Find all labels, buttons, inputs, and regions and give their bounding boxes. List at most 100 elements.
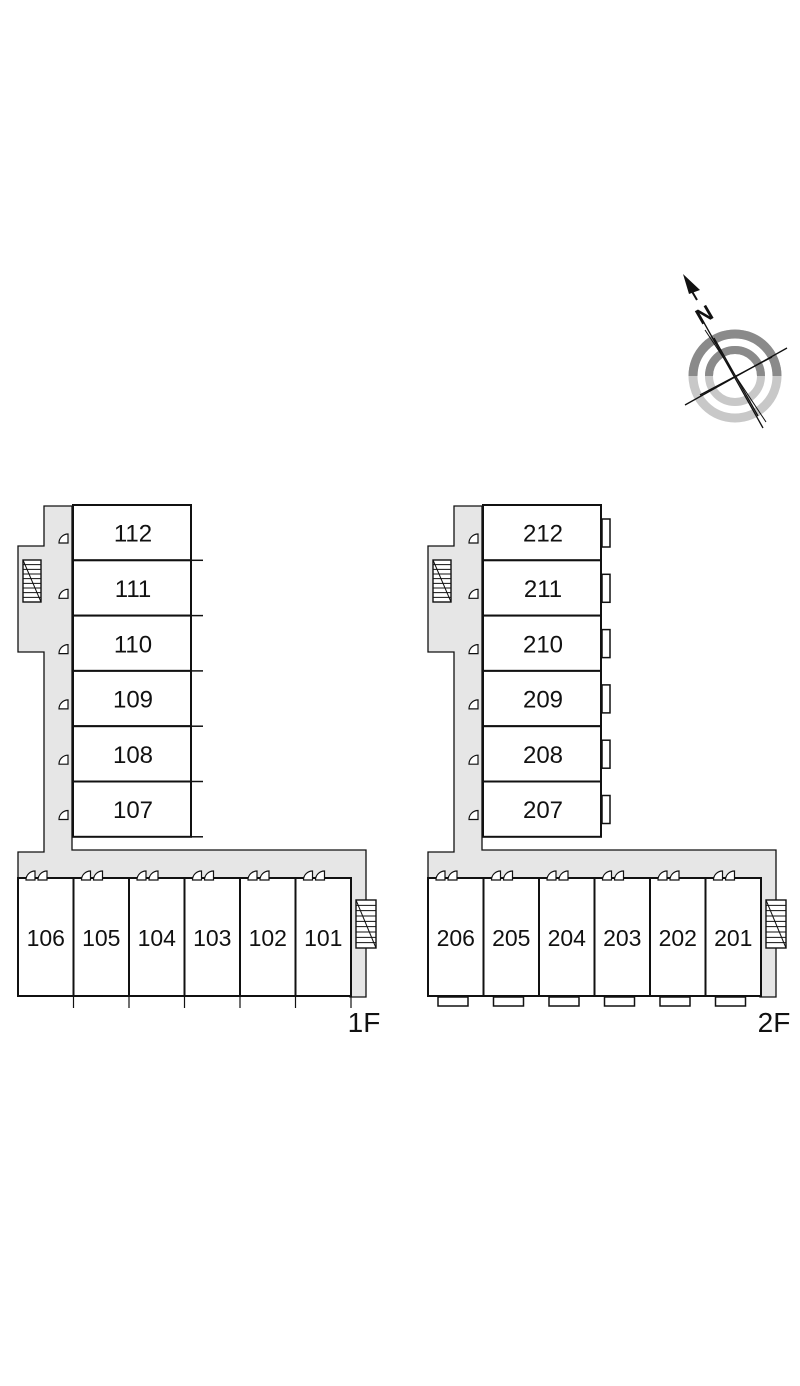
door-icon	[58, 533, 69, 544]
unit-205-outline	[482, 877, 540, 997]
balcony-201	[714, 996, 747, 1007]
unit-201: 201	[704, 877, 762, 1007]
unit-107-outline	[72, 780, 192, 838]
unit-210: 210	[482, 614, 611, 672]
unit-209-outline	[482, 669, 602, 728]
compass-ring-outer-dark	[688, 329, 782, 377]
unit-208-outline	[482, 725, 602, 783]
unit-106: 106	[17, 877, 75, 1008]
unit-109-label: 109	[113, 687, 153, 714]
door-icon	[490, 870, 502, 881]
balcony-211	[601, 573, 611, 604]
compass-arrow-stem	[689, 287, 698, 301]
door-icon	[468, 754, 479, 765]
balcony-209	[601, 684, 611, 714]
balcony-204	[548, 996, 580, 1007]
unit-108-outline	[72, 725, 192, 783]
unit-110-label: 110	[114, 631, 152, 658]
door-icon	[148, 870, 159, 881]
stairs-lower-1f	[355, 899, 377, 949]
unit-206: 206	[427, 877, 485, 1007]
balcony-202	[659, 996, 691, 1007]
unit-109: 109	[72, 669, 203, 728]
unit-212: 212	[482, 504, 611, 562]
unit-205: 205	[482, 877, 540, 1007]
door-icon	[468, 699, 479, 710]
door-icon	[58, 809, 69, 821]
unit-209: 209	[482, 669, 611, 728]
door-icon	[712, 870, 724, 881]
door-icon	[58, 754, 69, 765]
door-icon	[546, 870, 557, 881]
unit-105-label: 105	[82, 925, 120, 951]
door-icon	[58, 643, 69, 655]
floor-label-2f: 2F	[758, 1007, 791, 1038]
door-icon	[601, 870, 613, 881]
stairs-upper-1f	[22, 559, 42, 603]
unit-204-label: 204	[548, 925, 587, 951]
unit-208: 208	[482, 725, 611, 783]
unit-210-outline	[482, 614, 602, 672]
unit-207: 207	[482, 780, 611, 838]
unit-207-outline	[482, 780, 602, 838]
unit-201-label: 201	[714, 925, 752, 951]
unit-104-label: 104	[138, 925, 177, 951]
door-icon	[502, 870, 514, 881]
unit-203: 203	[593, 877, 651, 1007]
door-icon	[468, 533, 479, 544]
unit-204: 204	[538, 877, 596, 1007]
unit-208-label: 208	[523, 742, 563, 769]
stairs-lower-2f-diagonal	[765, 899, 787, 949]
unit-101: 101	[294, 877, 352, 1008]
compass-north-arrow	[683, 274, 700, 294]
floor-label-1f: 1F	[348, 1007, 381, 1038]
unit-106-label: 106	[27, 925, 65, 951]
stairs-upper-1f-diagonal	[22, 559, 42, 603]
door-icon	[468, 643, 479, 655]
unit-107: 107	[72, 780, 203, 838]
unit-206-label: 206	[437, 925, 475, 951]
unit-101-outline	[294, 877, 352, 997]
unit-201-outline	[704, 877, 762, 997]
balcony-205	[492, 996, 525, 1007]
unit-204-outline	[538, 877, 596, 997]
balcony-208	[601, 739, 611, 769]
door-icon	[203, 870, 215, 881]
door-icon	[613, 870, 625, 881]
unit-210-label: 210	[523, 631, 563, 658]
unit-209-label: 209	[523, 687, 563, 714]
unit-108-label: 108	[113, 742, 153, 769]
unit-202: 202	[649, 877, 707, 1007]
door-icon	[468, 588, 479, 599]
compass-icon: N	[683, 274, 788, 429]
unit-203-outline	[593, 877, 651, 997]
unit-103-outline	[183, 877, 241, 997]
compass-line-ns	[697, 311, 764, 429]
door-icon	[468, 809, 479, 821]
door-icon	[37, 870, 48, 881]
unit-103: 103	[183, 877, 241, 1008]
door-icon	[191, 870, 203, 881]
door-icon	[58, 699, 69, 710]
unit-102: 102	[239, 877, 297, 1008]
unit-111: 111	[72, 559, 203, 617]
balcony-212	[601, 518, 611, 548]
unit-101-label: 101	[304, 925, 342, 951]
unit-111-label: 111	[115, 576, 151, 603]
unit-105: 105	[72, 877, 130, 1008]
door-icon	[25, 870, 36, 881]
door-icon	[657, 870, 668, 881]
door-icon	[558, 870, 569, 881]
stairs-lower-2f	[765, 899, 787, 949]
door-icon	[669, 870, 680, 881]
door-icon	[136, 870, 147, 881]
unit-109-outline	[72, 669, 192, 728]
door-icon	[259, 870, 270, 881]
unit-110: 110	[72, 614, 203, 672]
stairs-upper-2f-diagonal	[432, 559, 452, 603]
door-icon	[80, 870, 92, 881]
door-icon	[447, 870, 458, 881]
